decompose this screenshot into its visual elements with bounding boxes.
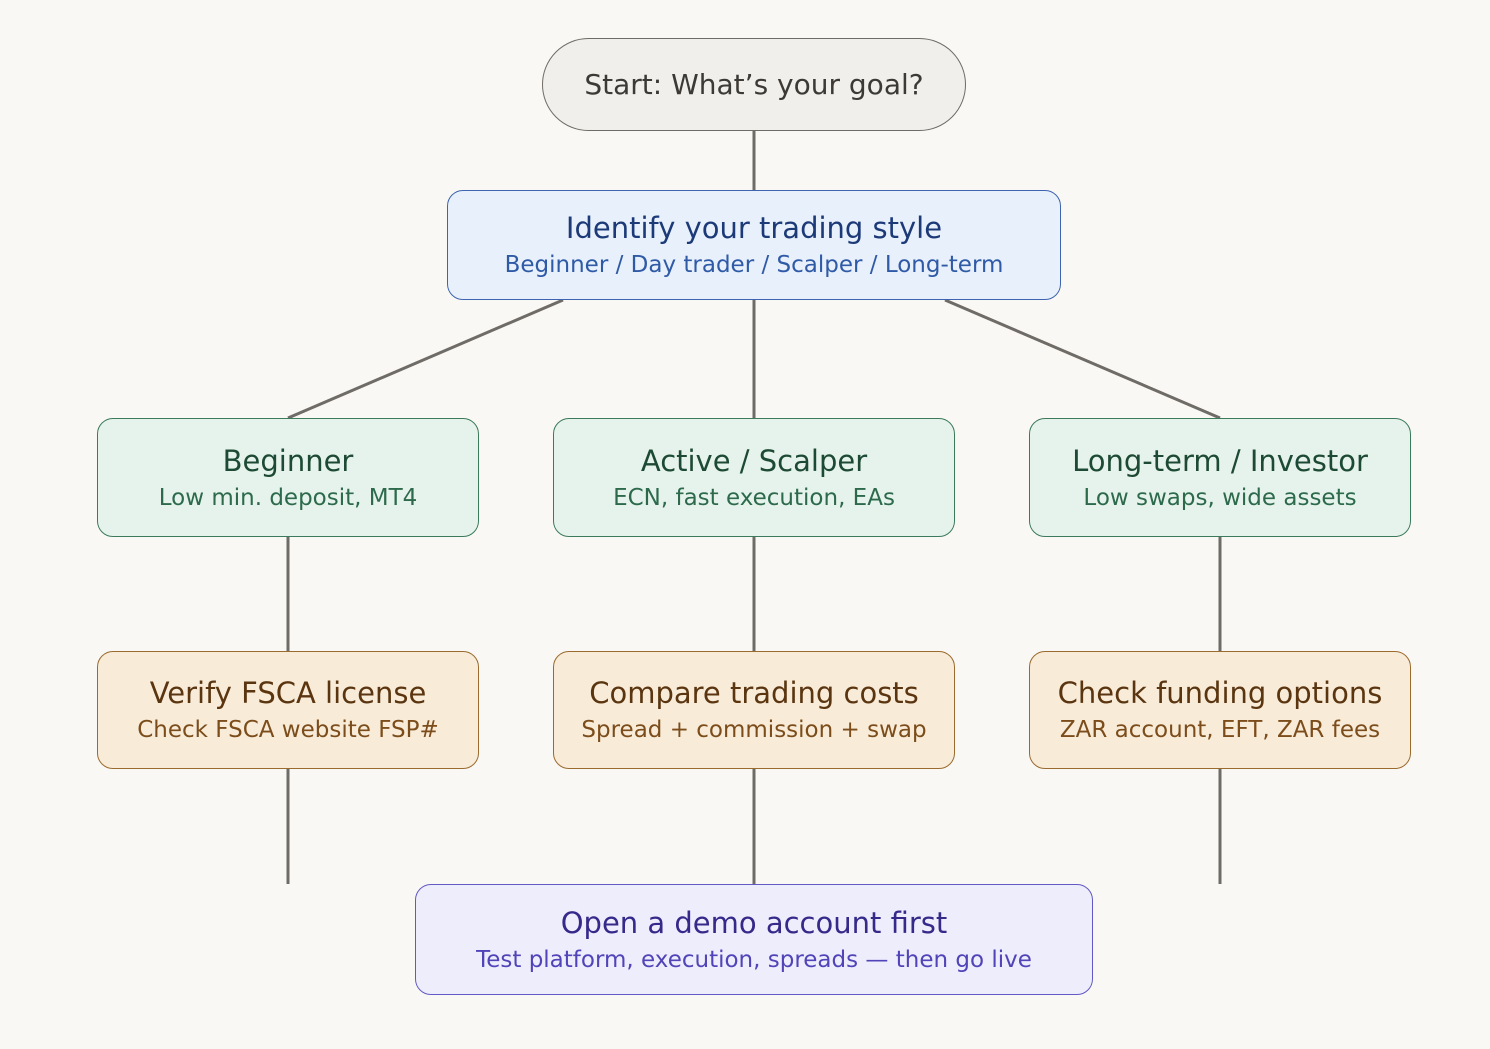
check-title: Check funding options <box>1057 676 1383 710</box>
trading-style-node: Identify your trading style Beginner / D… <box>447 190 1061 300</box>
branch-node-active-scalper: Active / Scalper ECN, fast execution, EA… <box>553 418 955 537</box>
final-subtitle: Test platform, execution, spreads — then… <box>476 946 1032 973</box>
connector-style-to-beginner <box>287 298 564 420</box>
connector-style-to-longterm <box>944 298 1221 420</box>
check-node-trading-costs: Compare trading costs Spread + commissio… <box>553 651 955 769</box>
start-title: Start: What’s your goal? <box>584 67 924 101</box>
branch-subtitle: ECN, fast execution, EAs <box>613 484 895 511</box>
check-subtitle: Spread + commission + swap <box>581 717 927 743</box>
branch-node-long-term: Long-term / Investor Low swaps, wide ass… <box>1029 418 1411 537</box>
check-subtitle: Check FSCA website FSP# <box>137 717 439 743</box>
check-title: Verify FSCA license <box>149 676 427 710</box>
branch-title: Beginner <box>222 443 354 478</box>
branch-title: Active / Scalper <box>640 443 868 478</box>
branch-subtitle: Low min. deposit, MT4 <box>158 484 418 511</box>
branch-node-beginner: Beginner Low min. deposit, MT4 <box>97 418 479 537</box>
check-title: Compare trading costs <box>589 676 919 710</box>
check-subtitle: ZAR account, EFT, ZAR fees <box>1059 717 1381 743</box>
trading-style-title: Identify your trading style <box>565 211 943 245</box>
check-node-fsca-license: Verify FSCA license Check FSCA website F… <box>97 651 479 769</box>
branch-subtitle: Low swaps, wide assets <box>1083 484 1357 511</box>
final-title: Open a demo account first <box>560 905 948 940</box>
start-node: Start: What’s your goal? <box>542 38 966 131</box>
final-node-demo-account: Open a demo account first Test platform,… <box>415 884 1093 995</box>
check-node-funding-options: Check funding options ZAR account, EFT, … <box>1029 651 1411 769</box>
trading-style-subtitle: Beginner / Day trader / Scalper / Long-t… <box>504 252 1004 278</box>
branch-title: Long-term / Investor <box>1072 443 1368 478</box>
